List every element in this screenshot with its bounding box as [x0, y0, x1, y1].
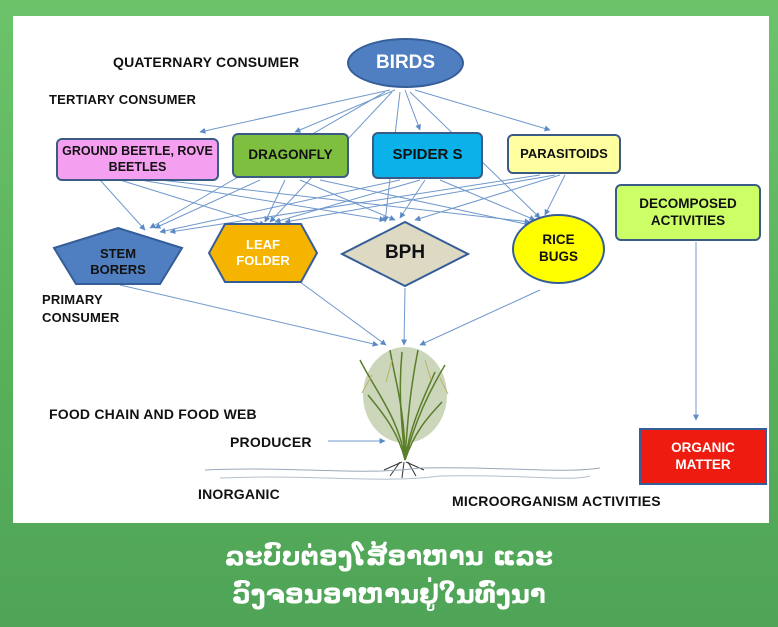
organic-matter-text: ORGANIC MATTER: [671, 439, 735, 472]
spiders-text: SPIDER S: [392, 146, 463, 164]
ground-beetle-node: GROUND BEETLE, ROVE BEETLES: [56, 138, 219, 181]
spiders-node: SPIDER S: [372, 132, 483, 179]
leaf-folder-shape: [207, 223, 319, 283]
dragonfly-node: DRAGONFLY: [232, 133, 349, 178]
quaternary-consumer-label: QUATERNARY CONSUMER: [113, 54, 300, 70]
decomposed-activities-text: DECOMPOSED ACTIVITIES: [639, 195, 737, 228]
ground-beetle-text: GROUND BEETLE, ROVE BEETLES: [62, 143, 213, 174]
parasitoids-text: PARASITOIDS: [520, 145, 608, 161]
caption-line-1: ລະບົບຕ່ອງໂສ້ອາຫານ ແລະ: [224, 542, 554, 572]
birds-node: BIRDS: [347, 38, 464, 88]
bph-shape: [340, 220, 470, 288]
rice-bugs-text: RICE BUGS: [538, 232, 578, 264]
leaf-folder-text: LEAF FOLDER: [236, 236, 290, 268]
tertiary-consumer-label: TERTIARY CONSUMER: [49, 92, 197, 107]
decomposed-activities-node: DECOMPOSED ACTIVITIES: [615, 184, 761, 241]
microorganism-label: MICROORGANISM ACTIVITIES: [452, 493, 661, 509]
birds-text: BIRDS: [375, 52, 436, 74]
food-chain-label: FOOD CHAIN AND FOOD WEB: [49, 406, 257, 422]
producer-label: PRODUCER: [230, 434, 312, 450]
parasitoids-node: PARASITOIDS: [507, 134, 621, 174]
dragonfly-text: DRAGONFLY: [248, 147, 333, 163]
caption-line-2: ວົງຈອນອາຫານຢູ່ໃນທົ່ງນາ: [232, 580, 546, 610]
inorganic-label: INORGANIC: [198, 486, 280, 502]
bph-node: BPH: [360, 230, 450, 276]
rice-bugs-node: RICE BUGS: [512, 214, 605, 284]
primary-consumer-label: PRIMARY CONSUMER: [42, 292, 120, 325]
stem-borers-text: STEM BORERS: [90, 245, 146, 277]
organic-matter-node: ORGANIC MATTER: [639, 428, 767, 485]
arrow-group: [99, 89, 699, 444]
rice-plant-illustration: [204, 347, 601, 480]
bph-text: BPH: [384, 242, 426, 264]
stem-borers-node: STEM BORERS: [60, 240, 176, 284]
leaf-folder-node: LEAF FOLDER: [225, 222, 301, 284]
stem-borers-shape: [52, 226, 184, 285]
